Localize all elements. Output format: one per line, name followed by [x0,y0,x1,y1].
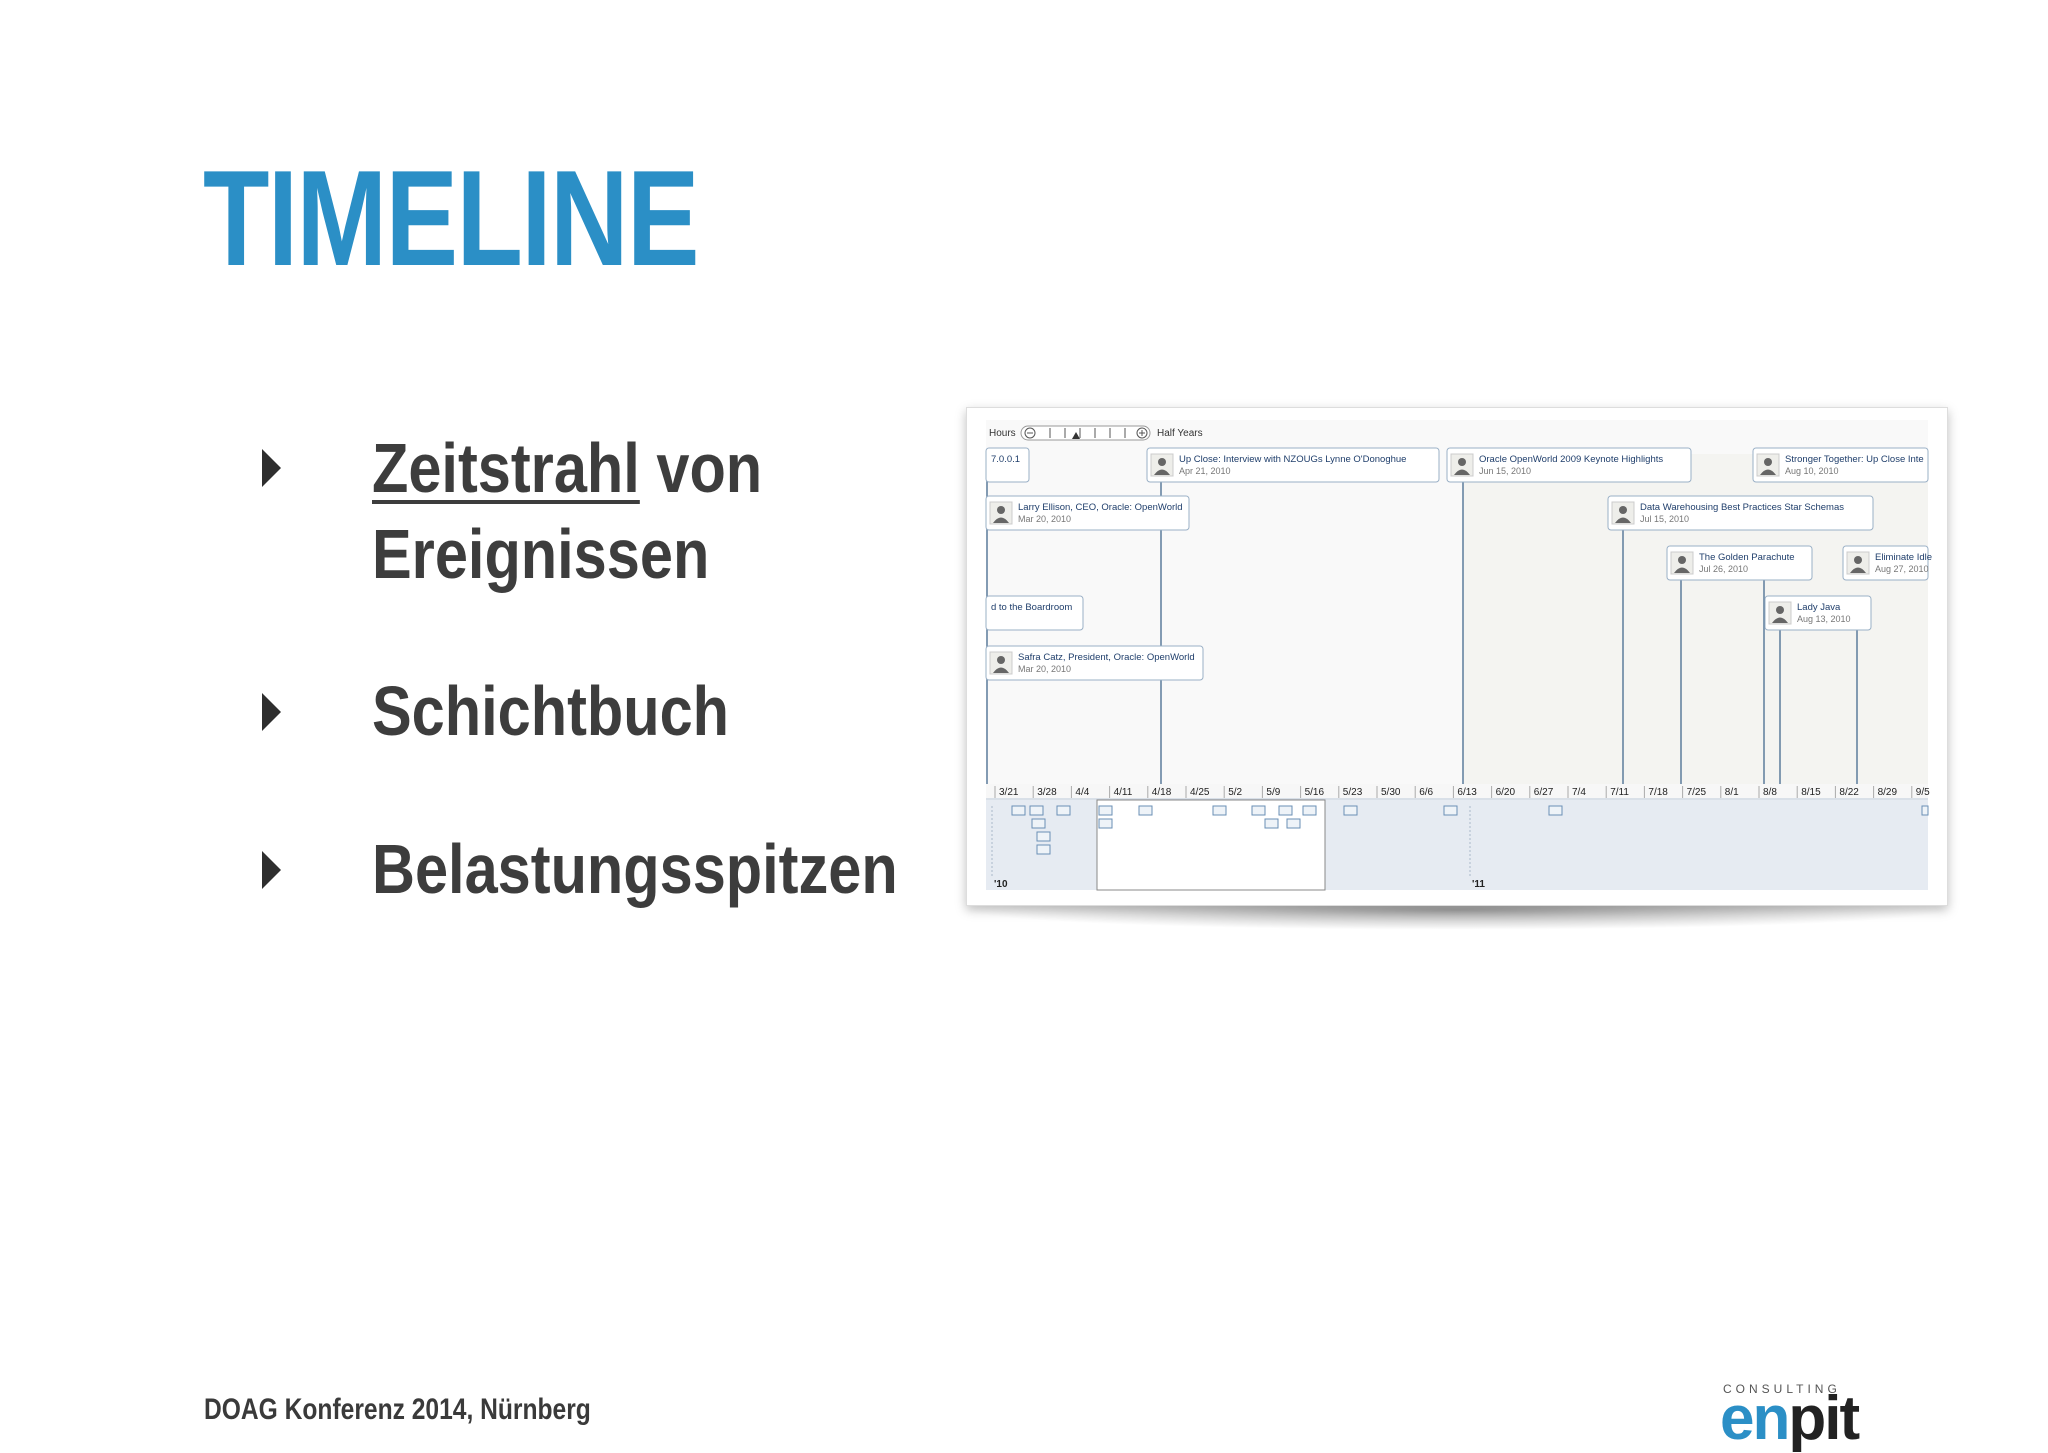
event-date: Jun 15, 2010 [1479,466,1531,476]
person-avatar-icon [1756,453,1780,477]
axis-tick-label: 5/9 [1266,787,1280,798]
axis-tick-label: 7/18 [1648,787,1668,798]
person-avatar-icon [1150,453,1174,477]
person-avatar-icon [1768,601,1792,625]
zoom-slider[interactable] [1020,425,1151,441]
axis-tick-label: 4/18 [1152,787,1172,798]
event-title: Data Warehousing Best Practices Star Sch… [1640,502,1844,513]
axis-tick-label: 8/22 [1839,787,1859,798]
overview-year-label: '11 [1472,879,1485,890]
event-date: Aug 10, 2010 [1785,466,1839,476]
event-date: Jul 15, 2010 [1640,514,1689,524]
footer-text: DOAG Konferenz 2014, Nürnberg [204,1393,591,1426]
bullet-arrow-icon [262,851,281,889]
event-date: Aug 13, 2010 [1797,614,1851,624]
person-avatar-icon [1611,501,1635,525]
bullet-schichtbuch: Schichtbuch [372,672,730,750]
event-card[interactable]: 7.0.0.1 [985,447,1030,483]
axis-tick-label: 4/4 [1075,787,1089,798]
axis-tick-label: 6/27 [1534,787,1554,798]
logo-pit: pit [1788,1384,1860,1453]
event-title: Lady Java [1797,602,1841,613]
axis-tick-label: 4/11 [1114,787,1133,798]
axis-tick-label: 8/8 [1763,787,1777,798]
timeline-screenshot: Hours Half Years 7.0.0.1 Up Close: Interv… [966,407,1948,906]
axis-tick-label: 6/6 [1419,787,1433,798]
bullet-zeitstrahl-rest: von [639,429,763,507]
axis-tick-label: 5/23 [1343,787,1363,798]
bullet-zeitstrahl: Zeitstrahl von Ereignissen [372,425,762,597]
event-date: Mar 20, 2010 [1018,664,1071,674]
bullet-belastungsspitzen: Belastungsspitzen [372,830,898,908]
axis-tick-label: 5/30 [1381,787,1401,798]
person-avatar-icon [1450,453,1474,477]
event-card[interactable]: d to the Boardroom [985,595,1084,631]
event-title: 7.0.0.1 [991,454,1020,465]
axis-tick-label: 3/28 [1037,787,1057,798]
event-date: Jul 26, 2010 [1699,564,1748,574]
event-title: The Golden Parachute [1699,552,1795,563]
event-card[interactable]: Data Warehousing Best Practices Star Sch… [1607,495,1874,531]
event-title: Larry Ellison, CEO, Oracle: OpenWorld [1018,502,1183,513]
event-title: Stronger Together: Up Close Inte [1785,454,1924,465]
logo-tagline: CONSULTING [1723,1382,1841,1396]
event-card[interactable]: Oracle OpenWorld 2009 Keynote Highlights… [1446,447,1692,483]
event-title: Eliminate Idle [1875,552,1932,563]
event-card[interactable]: Larry Ellison, CEO, Oracle: OpenWorldMar… [985,495,1190,531]
zoom-out-icon[interactable] [1024,427,1036,439]
axis-tick-label: 8/1 [1725,787,1739,798]
event-title: d to the Boardroom [991,602,1072,613]
axis-tick-label: 8/15 [1801,787,1821,798]
axis-tick-label: 7/4 [1572,787,1586,798]
event-date: Aug 27, 2010 [1875,564,1929,574]
axis-tick-label: 9/5 [1916,787,1930,798]
event-card[interactable]: Safra Catz, President, Oracle: OpenWorld… [985,645,1204,681]
axis-tick-label: 6/20 [1496,787,1516,798]
bullet-zeitstrahl-line2: Ereignissen [372,515,710,593]
axis-tick-label: 4/25 [1190,787,1210,798]
axis-tick-label: 5/2 [1228,787,1242,798]
person-avatar-icon [1670,551,1694,575]
axis-tick-label: 3/21 [999,787,1019,798]
axis-tick-label: 8/29 [1878,787,1898,798]
overview-year-label: '10 [994,879,1008,890]
event-card[interactable]: Up Close: Interview with NZOUGs Lynne O'… [1146,447,1440,483]
person-avatar-icon [989,651,1013,675]
bullet-arrow-icon [262,693,281,731]
event-title: Oracle OpenWorld 2009 Keynote Highlights [1479,454,1663,465]
event-date: Apr 21, 2010 [1179,466,1231,476]
event-title: Safra Catz, President, Oracle: OpenWorld [1018,652,1195,663]
event-title: Up Close: Interview with NZOUGs Lynne O'… [1179,454,1406,465]
axis-tick-label: 6/13 [1457,787,1477,798]
person-avatar-icon [989,501,1013,525]
axis-tick-label: 7/25 [1687,787,1707,798]
event-date: Mar 20, 2010 [1018,514,1071,524]
zoom-thumb-icon[interactable] [1072,432,1080,439]
zoom-hours-label: Hours [989,428,1016,439]
axis-tick-label: 7/11 [1610,787,1629,798]
bullet-zeitstrahl-link[interactable]: Zeitstrahl [372,429,640,507]
person-avatar-icon [1846,551,1870,575]
enpit-logo: enpit [1720,1388,1860,1450]
zoom-in-icon[interactable] [1136,427,1148,439]
axis-tick-label: 5/16 [1305,787,1325,798]
slide-title: TIMELINE [203,142,700,294]
zoom-half-years-label: Half Years [1157,428,1203,439]
bullet-arrow-icon [262,449,281,487]
logo-en: en [1720,1384,1790,1453]
